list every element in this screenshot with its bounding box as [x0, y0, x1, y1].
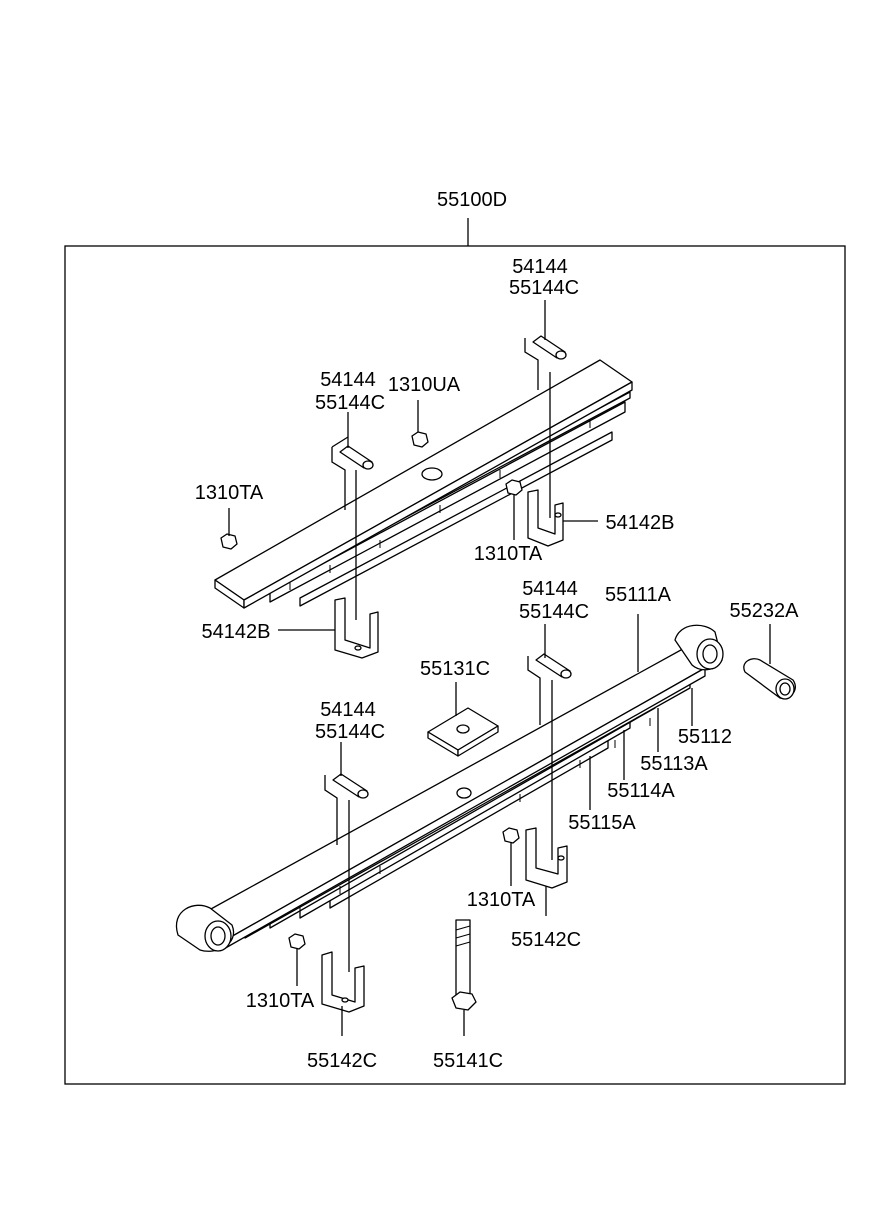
- callout-55114A: 55114A: [607, 780, 675, 802]
- callout-55232A: 55232A: [730, 600, 800, 622]
- callout-55141C: 55141C: [433, 1050, 503, 1072]
- callout-55144C-lower-left: 55144C: [315, 721, 385, 743]
- assembly-label: 55100D: [437, 189, 507, 211]
- callout-1310UA: 1310UA: [388, 374, 461, 396]
- callout-55142C-lower-left: 55142C: [307, 1050, 377, 1072]
- callout-1310TA-upper-left: 1310TA: [195, 482, 264, 504]
- callout-55115A: 55115A: [568, 812, 636, 834]
- callout-1310TA-upper-mid: 1310TA: [474, 543, 543, 565]
- nut-1310TA-upper-mid: [505, 479, 523, 496]
- lower-u-bolt-right: [525, 653, 572, 889]
- bushing-55232A: [743, 658, 796, 700]
- assembly-frame: [64, 245, 846, 1085]
- callout-1310TA-lower-mid: 1310TA: [467, 889, 536, 911]
- callout-54142B-upper-right: 54142B: [606, 512, 675, 534]
- upper-leaf-spring: [214, 359, 633, 609]
- callout-55111A: 55111A: [605, 584, 672, 606]
- callout-54144-upper-left: 54144: [320, 369, 376, 391]
- center-bolt-55141C: [451, 919, 477, 1011]
- callout-54144-lower-left: 54144: [320, 699, 376, 721]
- lower-u-bolt-left: [321, 773, 369, 1013]
- callout-54144-lower-right: 54144: [522, 578, 578, 600]
- callout-1310TA-lower-left: 1310TA: [246, 990, 315, 1012]
- callout-55112: 55112: [678, 726, 732, 748]
- callout-55144C-top-right: 55144C: [509, 277, 579, 299]
- pad-55131C: [427, 707, 499, 757]
- nut-1310UA: [411, 431, 429, 448]
- nut-1310TA-lower-mid: [502, 827, 520, 844]
- upper-u-bolt-right: [524, 335, 567, 547]
- upper-u-bolt-left: [331, 436, 379, 659]
- callout-54142B-upper-left: 54142B: [202, 621, 271, 643]
- callout-54144-top-right: 54144: [512, 256, 568, 278]
- nut-1310TA-lower-left: [288, 933, 306, 950]
- callout-55142C-lower-right: 55142C: [511, 929, 581, 951]
- nut-1310TA-upper-left: [220, 533, 238, 550]
- lower-leaf-spring: [175, 624, 724, 952]
- callout-55144C-upper-left: 55144C: [315, 392, 385, 414]
- callout-55131C: 55131C: [420, 658, 490, 680]
- callout-55113A: 55113A: [640, 753, 708, 775]
- callout-55144C-lower-right: 55144C: [519, 601, 589, 623]
